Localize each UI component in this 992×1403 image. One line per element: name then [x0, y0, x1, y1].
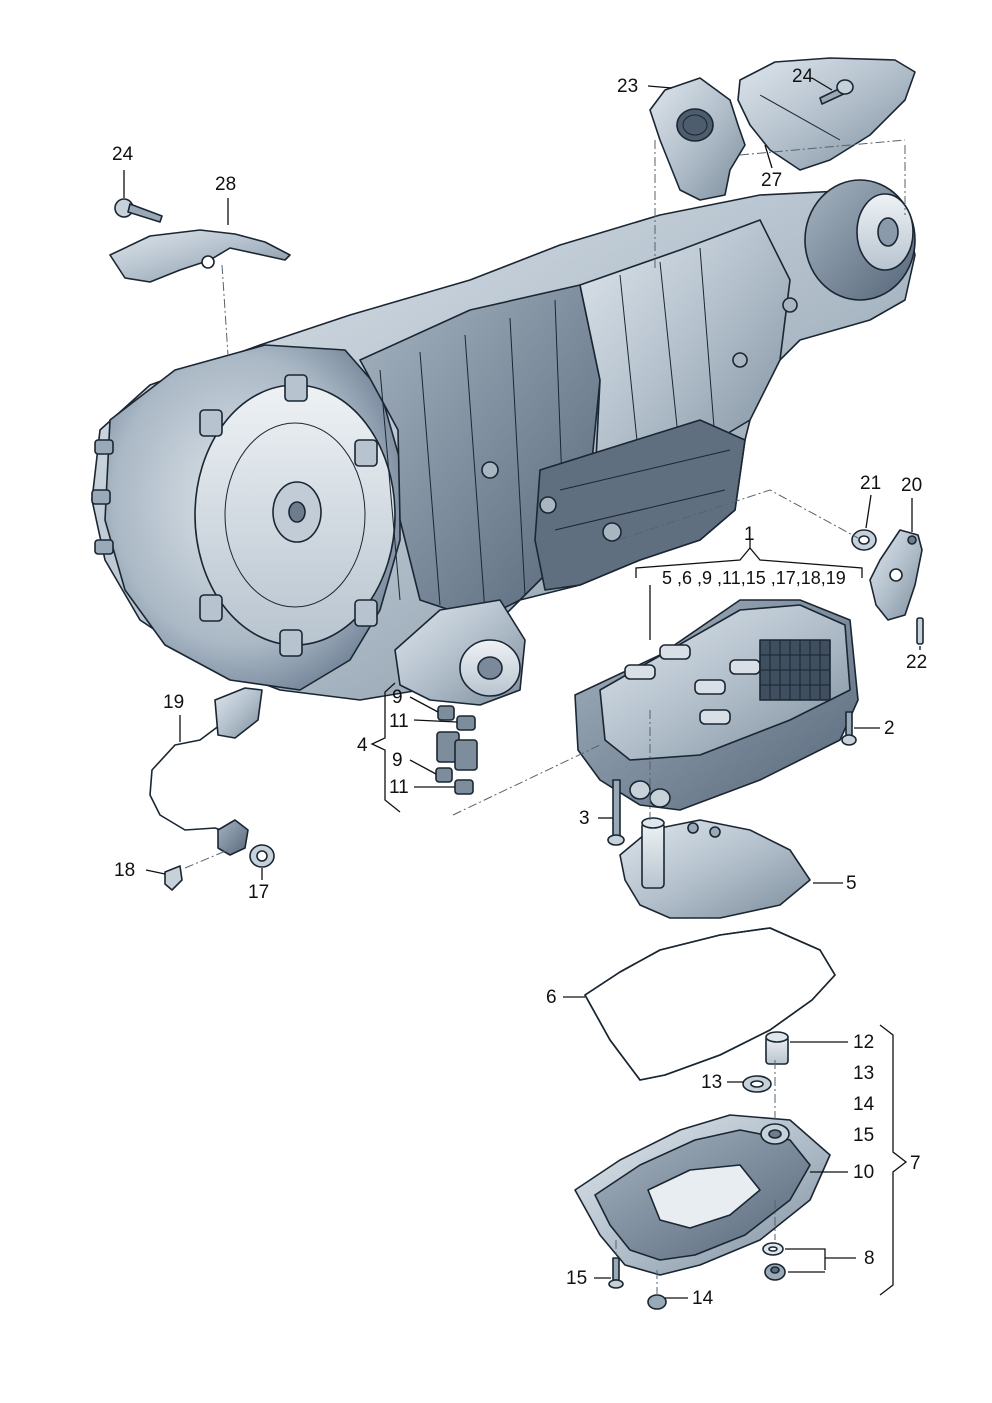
label-24b: 24 [792, 66, 814, 87]
label-14b: 14 [853, 1094, 875, 1115]
label-11b: 11 [389, 777, 409, 798]
bolt-24-left [114, 198, 163, 223]
label-23: 23 [617, 76, 638, 97]
connector-9a [437, 705, 455, 721]
gasket-6 [584, 927, 836, 1081]
heat-shield-28 [109, 229, 291, 283]
connector-11b [454, 779, 474, 795]
label-6: 6 [546, 987, 557, 1008]
plug-14 [647, 1294, 667, 1310]
connector-9b [435, 767, 453, 783]
bolt-24-top [819, 79, 854, 105]
bolt-2 [841, 711, 857, 746]
label-17: 17 [248, 882, 269, 903]
label-9a: 9 [392, 687, 403, 708]
label-14a: 14 [692, 1288, 714, 1309]
label-22: 22 [906, 652, 927, 673]
clip-18 [164, 865, 183, 891]
drain-seal-8 [762, 1242, 784, 1256]
seal-21 [851, 529, 877, 551]
transmission-housing [91, 179, 916, 706]
mechatronic-unit-1 [574, 599, 859, 811]
seal-ring-13 [742, 1075, 772, 1093]
label-12: 12 [853, 1032, 874, 1053]
seal-17 [249, 844, 275, 868]
label-11a: 11 [389, 711, 409, 732]
heat-shield-27 [737, 57, 916, 171]
label-1-list: 5 ,6 ,9 ,11,15 ,17,18,19 [662, 568, 846, 588]
label-5: 5 [846, 873, 857, 894]
assembly-lines [184, 139, 906, 1295]
connector-block-4 [436, 731, 478, 771]
bolt-3 [607, 779, 625, 846]
label-13a: 13 [701, 1072, 722, 1093]
label-9b: 9 [392, 750, 403, 771]
label-3: 3 [579, 808, 590, 829]
label-7: 7 [910, 1153, 921, 1174]
label-19: 19 [163, 692, 184, 713]
label-4: 4 [357, 735, 368, 756]
label-24a: 24 [112, 144, 134, 165]
label-10: 10 [853, 1162, 874, 1183]
label-13b: 13 [853, 1063, 874, 1084]
wiring-harness-19 [149, 687, 263, 856]
bolt-15 [608, 1257, 624, 1289]
oil-pan-10 [574, 1114, 831, 1276]
mount-bracket-23 [649, 77, 746, 201]
label-18: 18 [114, 860, 135, 881]
label-15b: 15 [853, 1125, 874, 1146]
label-15a: 15 [566, 1268, 587, 1289]
filler-plug-12 [765, 1031, 789, 1065]
pin-22 [916, 617, 924, 645]
oil-filter-5 [619, 817, 811, 919]
label-2: 2 [884, 718, 895, 739]
connector-11a [456, 715, 476, 731]
leader-lines [123, 77, 921, 1299]
drain-plug-8 [764, 1263, 786, 1281]
label-1: 1 [744, 524, 755, 545]
selector-lever-20 [869, 529, 923, 621]
part-labels: 1 5 ,6 ,9 ,11,15 ,17,18,19 2 3 4 5 6 7 8… [112, 66, 927, 1309]
label-27: 27 [761, 170, 782, 191]
label-28: 28 [215, 174, 236, 195]
label-20: 20 [901, 475, 922, 496]
label-21: 21 [860, 473, 881, 494]
label-8: 8 [864, 1248, 875, 1269]
